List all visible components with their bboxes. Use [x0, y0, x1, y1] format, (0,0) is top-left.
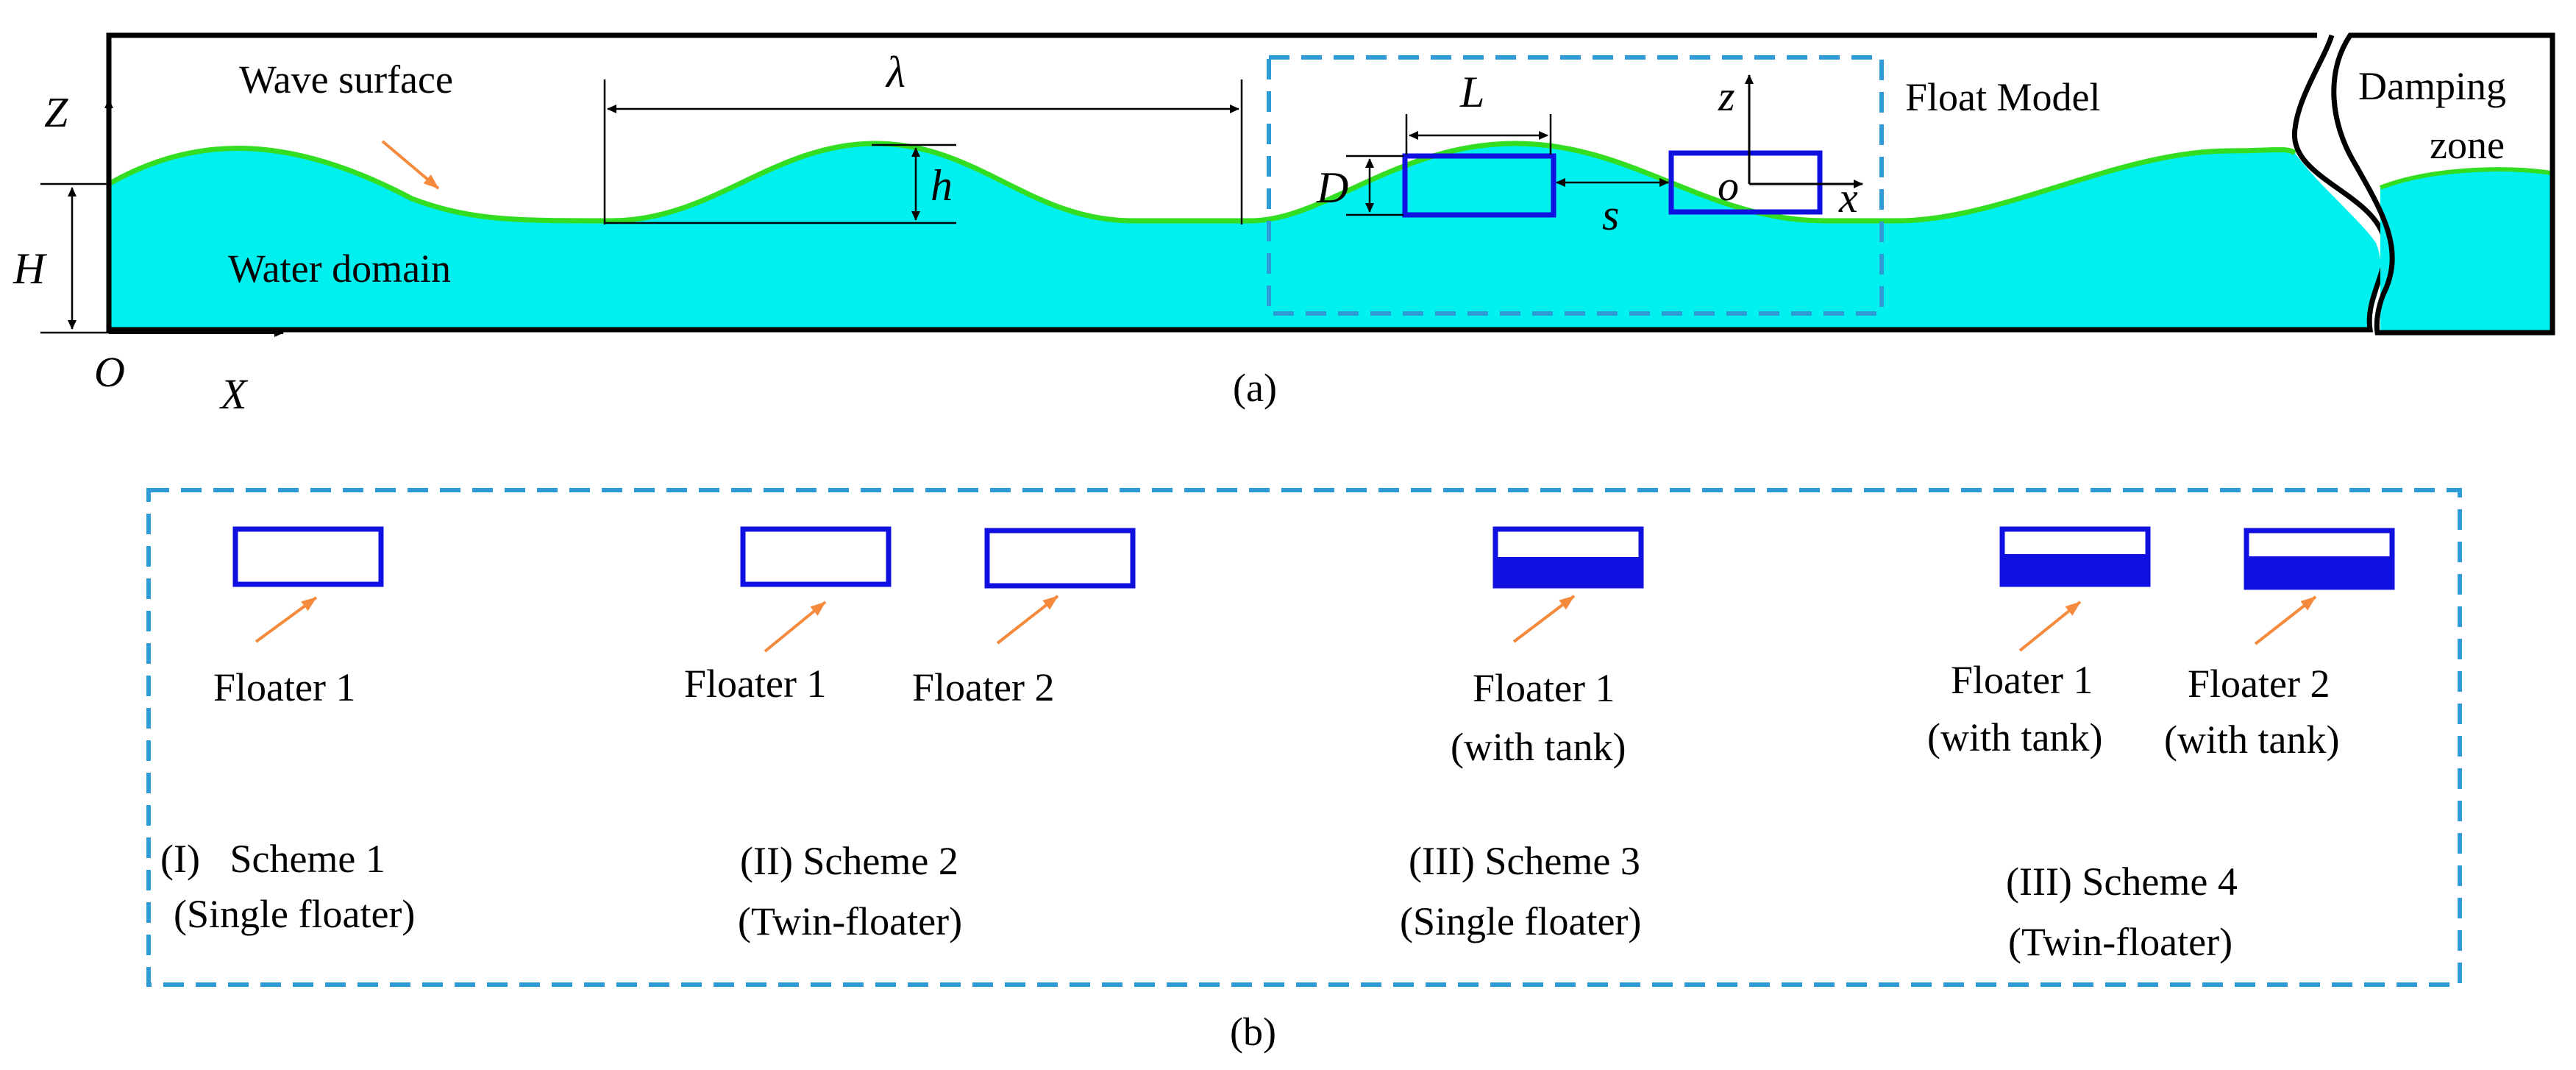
scheme4-floater-2-pointer: [2254, 595, 2317, 645]
panel-b: Floater 1 (I) Scheme 1 (Single floater) …: [146, 488, 2462, 1054]
scheme3-floater-1: [1492, 526, 1644, 589]
scheme2-floater-1-label: Floater 1: [684, 662, 826, 706]
damping-zone-wave: [2379, 167, 2552, 190]
scheme4-floater-2-label: Floater 2: [2188, 662, 2330, 706]
scheme3-title: (III) Scheme 3: [1409, 839, 1640, 883]
scheme4-floater-1-tank: [2002, 554, 2148, 584]
scheme-3: Floater 1 (with tank) (III) Scheme 3 (Si…: [1400, 526, 1644, 943]
h-label: h: [931, 161, 953, 210]
water-domain-label: Water domain: [228, 247, 451, 291]
scheme4-subtitle: (Twin-floater): [2008, 920, 2232, 964]
scheme1-subtitle: (Single floater): [174, 892, 415, 936]
damping-zone-label-line1: Damping: [2358, 64, 2506, 108]
scheme2-floater-2-label: Floater 2: [912, 665, 1054, 709]
local-x-label: x: [1838, 174, 1858, 222]
caption-b: (b): [1230, 1010, 1276, 1054]
scheme3-floater-1-sublabel: (with tank): [1451, 725, 1626, 769]
float-model-label: Float Model: [1905, 75, 2101, 119]
scheme4-floater-1-label: Floater 1: [1951, 658, 2093, 702]
lambda-label: λ: [885, 48, 905, 96]
model-floater-2: [1668, 150, 1823, 215]
model-floater-1: [1402, 153, 1556, 218]
scheme4-title: (III) Scheme 4: [2006, 860, 2238, 904]
damping-zone-water: [2380, 169, 2551, 331]
scheme3-floater-1-label: Floater 1: [1473, 666, 1615, 710]
wave-surface-pointer: [381, 140, 440, 190]
scheme-2: Floater 1 Floater 2 (II) Scheme 2 (Twin-…: [684, 526, 1136, 943]
scheme1-floater-1: [232, 526, 384, 587]
scheme1-floater-1-pointer: [255, 596, 318, 643]
wave-surface-label: Wave surface: [239, 57, 453, 102]
scheme2-floater-2: [984, 528, 1136, 589]
water-domain-fill: [109, 144, 2381, 327]
scheme2-floater-1: [740, 526, 892, 587]
wave-surface-line: [107, 141, 2297, 224]
panel-a: Z X O H Wave surface Water domain λ h Fl…: [13, 32, 2555, 418]
scheme4-floater-2-tank: [2246, 556, 2392, 587]
local-z-label: z: [1718, 72, 1735, 120]
origin-O-label: O: [94, 348, 125, 396]
axis-Z-label: Z: [44, 88, 68, 136]
scheme4-floater-1-sublabel: (with tank): [1927, 715, 2102, 759]
schemes-box: [146, 488, 2462, 987]
scheme-1: Floater 1 (I) Scheme 1 (Single floater): [160, 526, 415, 936]
scheme4-floater-1: [1999, 526, 2151, 587]
tank-outline: [106, 32, 2388, 333]
scheme3-floater-1-pointer: [1512, 595, 1576, 643]
float-model-box: [1267, 55, 1884, 316]
scheme3-floater-1-tank: [1495, 557, 1641, 586]
scheme1-floater-1-label: Floater 1: [213, 665, 355, 709]
scheme2-floater-1-pointer: [764, 600, 827, 653]
scheme2-title: (II) Scheme 2: [740, 839, 958, 883]
scheme-4: Floater 1 (with tank) Floater 2 (with ta…: [1927, 526, 2395, 964]
scheme2-floater-2-pointer: [996, 595, 1059, 645]
L-label: L: [1459, 68, 1484, 116]
scheme4-floater-2: [2244, 528, 2395, 590]
D-label: D: [1316, 163, 1348, 212]
scheme1-title: (I) Scheme 1: [160, 837, 385, 881]
caption-a: (a): [1233, 366, 1277, 410]
scheme4-floater-1-pointer: [2018, 600, 2082, 652]
damping-zone-outline: [2331, 32, 2555, 336]
scheme3-subtitle: (Single floater): [1400, 899, 1641, 943]
local-o-label: o: [1718, 162, 1739, 210]
damping-zone-label-line2: zone: [2430, 123, 2505, 167]
s-label: s: [1602, 191, 1619, 239]
scheme2-subtitle: (Twin-floater): [738, 899, 962, 943]
scheme4-floater-2-sublabel: (with tank): [2164, 718, 2339, 762]
H-label: H: [13, 244, 48, 293]
axis-X-label: X: [219, 370, 249, 418]
